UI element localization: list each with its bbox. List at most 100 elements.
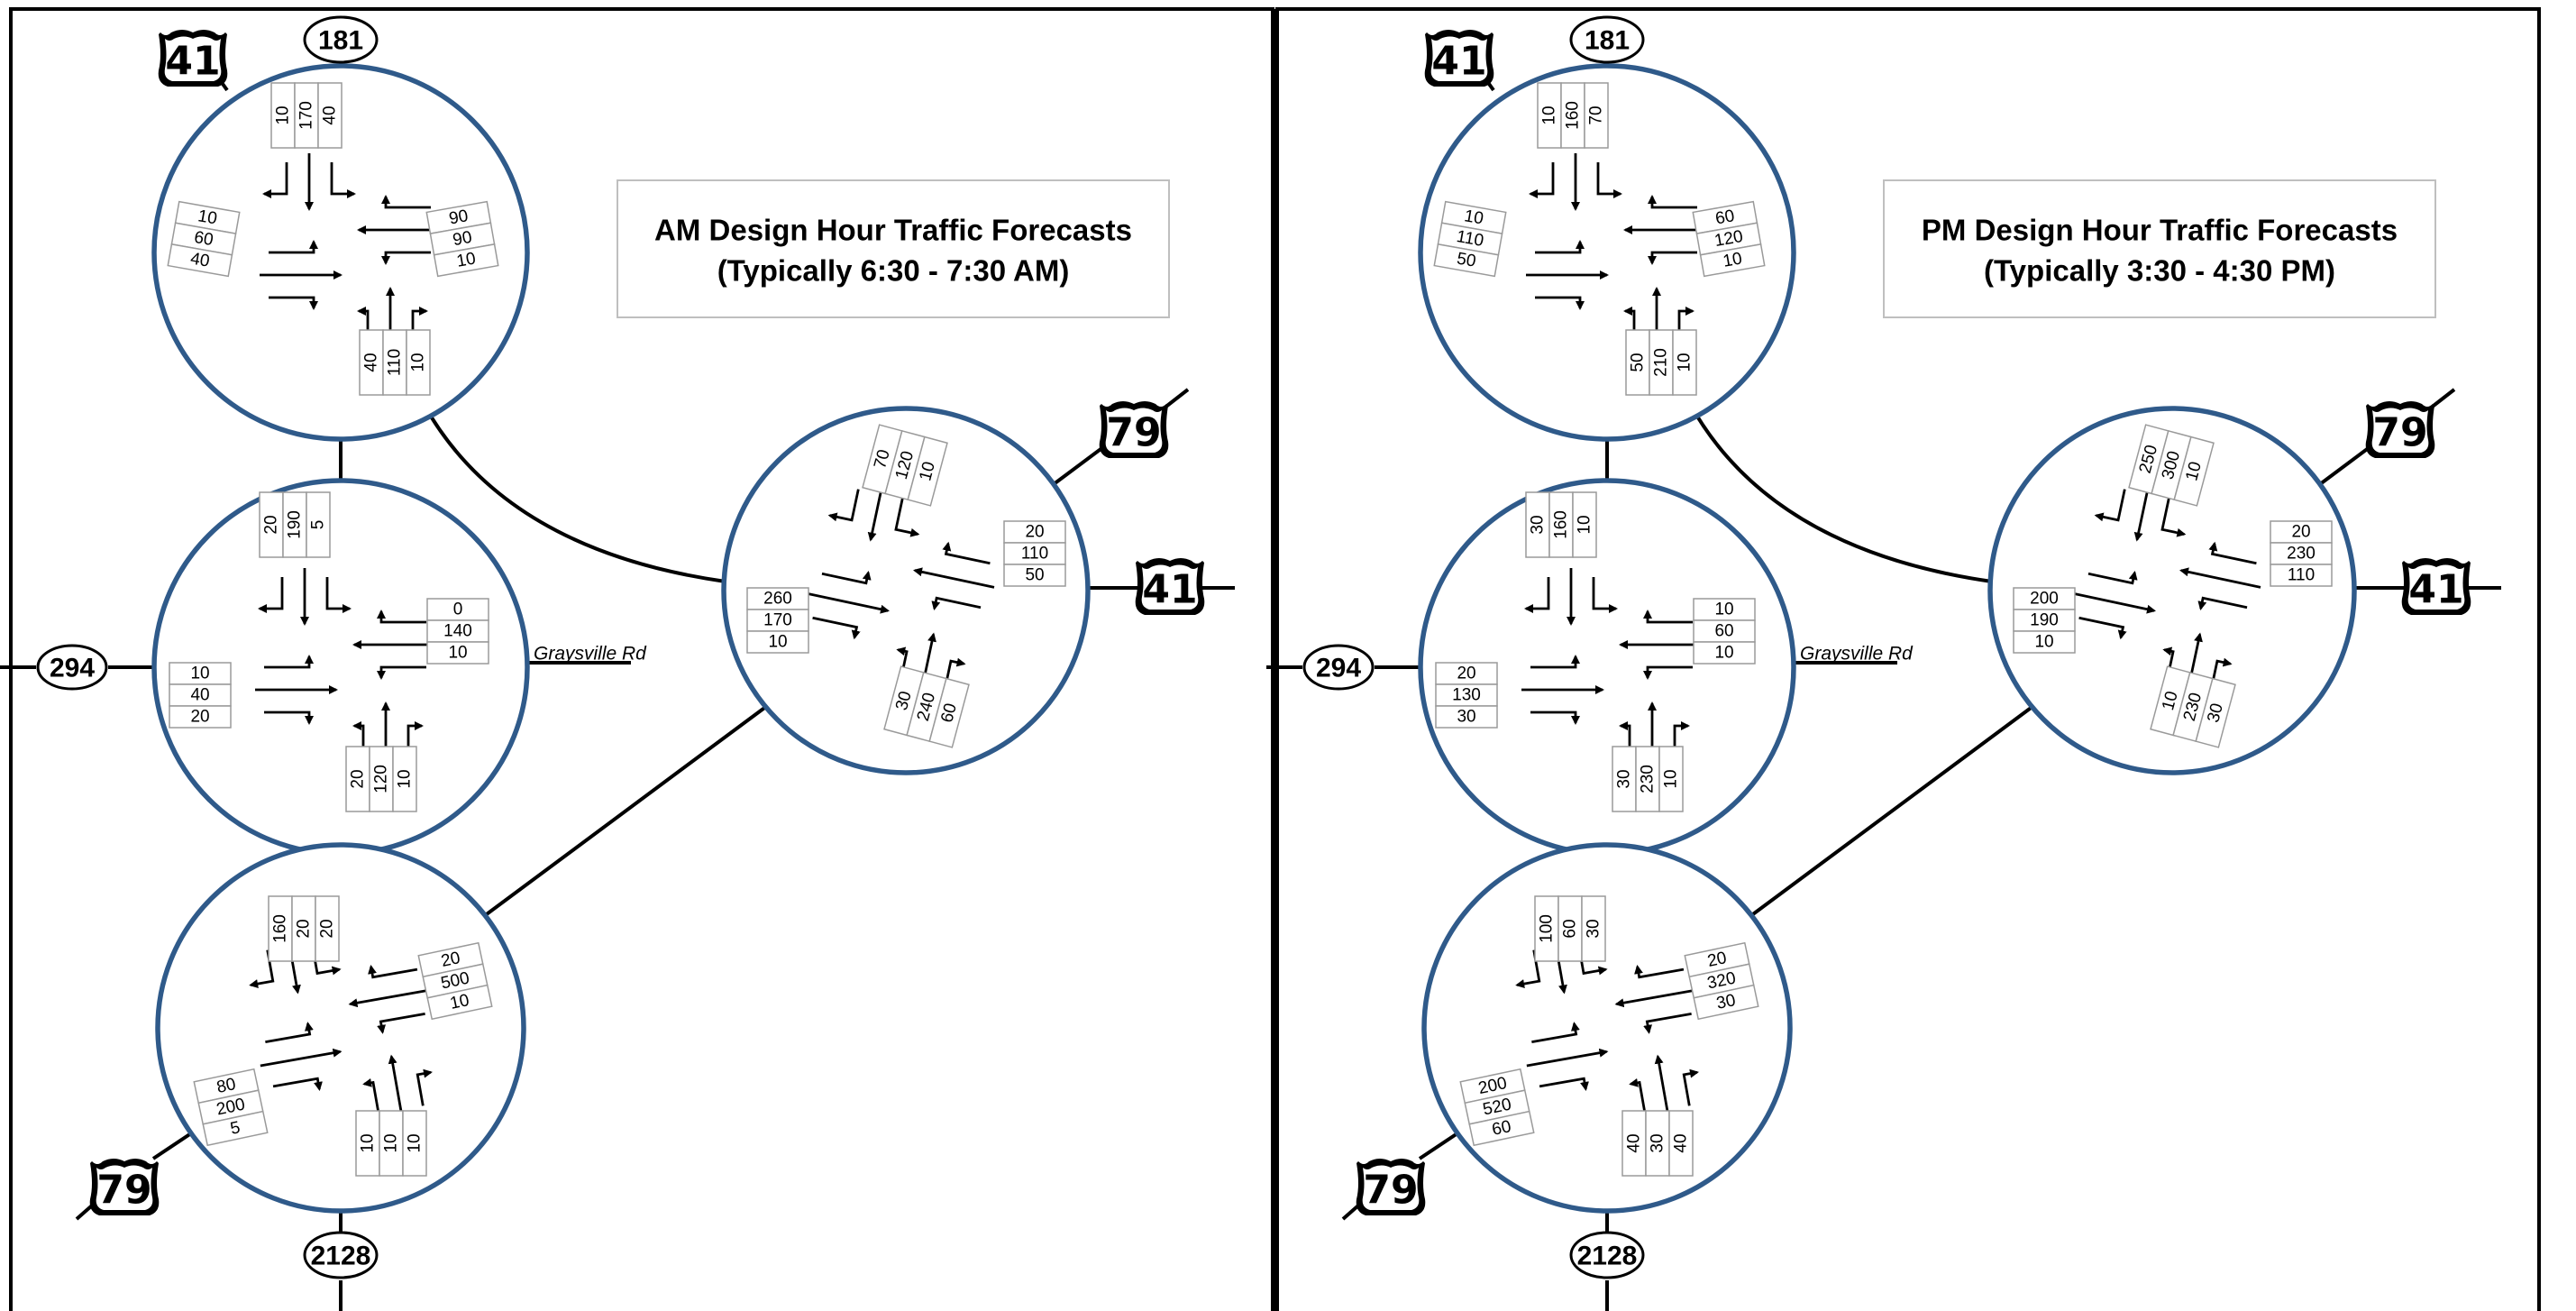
sr294-marker: 294 (36, 644, 108, 691)
volume-cell (392, 746, 417, 812)
eb-left-arrow (1531, 1022, 1580, 1044)
sb-right-arrow (1524, 577, 1550, 613)
volume-value: 10 (768, 633, 787, 652)
road-us41-link (422, 403, 726, 583)
volume-value: 10 (1676, 353, 1694, 371)
sb-right-arrow (2094, 489, 2126, 522)
wb-left-arrow (2197, 596, 2248, 611)
volume-cell (1435, 662, 1498, 685)
volume-value: 230 (1639, 765, 1658, 793)
volume-value: 10 (1662, 769, 1681, 788)
volume-value: 40 (362, 353, 381, 371)
oval-outline (303, 1231, 379, 1279)
volume-value: 160 (271, 914, 290, 943)
shield-face (164, 36, 222, 81)
volume-cell (1581, 895, 1606, 962)
volume-value: 110 (386, 349, 405, 376)
volume-value: 20 (349, 769, 368, 788)
volume-cell (2173, 435, 2215, 507)
oval-number: 294 (1316, 654, 1361, 683)
volume-cell (291, 895, 316, 962)
volume-cell (1435, 705, 1498, 729)
sr294-marker: 294 (1302, 644, 1375, 691)
movement-arrows (1521, 568, 1702, 766)
volume-value: 10 (1576, 515, 1594, 534)
sb-right-arrow (1529, 162, 1555, 198)
us79-shield-right: 79 (2365, 401, 2435, 458)
volume-cell (359, 329, 384, 396)
wb-through-arrow (348, 988, 431, 1008)
volume-value: 50 (1629, 353, 1648, 371)
volume-value: 60 (1561, 919, 1580, 938)
volume-cell (1003, 542, 1066, 565)
intersection-bottom-ring (1421, 842, 1793, 1214)
title-line-1: AM Design Hour Traffic Forecasts (654, 214, 1132, 247)
shield-face (1105, 408, 1163, 453)
wb-through-arrow (913, 567, 995, 589)
volume-cell (2195, 677, 2236, 748)
eb-through-arrow (2074, 592, 2156, 614)
volume-value: 10 (1714, 600, 1733, 619)
eb-left-arrow (265, 1022, 314, 1044)
volume-value: 170 (763, 611, 792, 630)
us79-shield-bottom: 79 (89, 1159, 160, 1215)
volume-value: 10 (274, 105, 293, 124)
volume-cell (369, 746, 394, 812)
volume-value: 230 (2287, 545, 2316, 564)
volume-value: 10 (448, 644, 467, 663)
shield-number: 41 (165, 39, 220, 85)
eb-left-arrow (2087, 570, 2138, 585)
volume-value: 70 (1587, 105, 1606, 124)
nb-left-arrow (362, 1077, 380, 1114)
volume-value: 10 (1714, 644, 1733, 663)
shield-face (2371, 408, 2429, 453)
volume-value: 40 (1625, 1133, 1644, 1152)
eb-right-arrow (269, 296, 318, 310)
wb-left-arrow (1643, 665, 1693, 680)
sr181-marker: 181 (303, 15, 379, 64)
oval-number: 2128 (311, 1242, 371, 1271)
sr2128-marker: 2128 (303, 1231, 379, 1279)
road-us79-link (471, 701, 772, 926)
volume-cell (315, 895, 340, 962)
volume-cell (1693, 619, 1756, 643)
volume-value: 0 (453, 600, 463, 619)
eb-right-arrow (272, 1077, 323, 1091)
volume-cell (1693, 984, 1759, 1021)
volume-value: 160 (1552, 510, 1571, 539)
wb-left-arrow (377, 665, 426, 680)
wb-right-arrow (377, 610, 426, 624)
nb-left-arrow (1629, 1077, 1647, 1114)
nb-through-arrow (388, 1054, 404, 1119)
eb-right-arrow (264, 711, 314, 725)
volume-value: 190 (2030, 611, 2059, 630)
oval-outline (36, 644, 108, 691)
volume-cell (1658, 746, 1684, 812)
oval-outline (1569, 15, 1645, 64)
volume-cell (379, 1110, 404, 1177)
sb-left-arrow (894, 498, 920, 537)
eb-through-arrow (1526, 1048, 1609, 1068)
road-us41-link (1688, 403, 1993, 583)
oval-number: 181 (318, 26, 363, 56)
us79-shield-bottom: 79 (1356, 1159, 1426, 1215)
volume-value: 20 (439, 949, 461, 971)
eb-right-arrow (1535, 296, 1585, 310)
volume-value: 60 (193, 228, 215, 250)
us41-shield-top: 41 (1424, 30, 1494, 87)
volume-value: 60 (1714, 206, 1736, 228)
volume-value: 80 (215, 1075, 237, 1097)
volume-value: 190 (286, 510, 305, 539)
wb-left-arrow (1643, 1012, 1692, 1034)
intersection-top-ring (1418, 63, 1796, 442)
eb-left-arrow (269, 240, 318, 254)
volume-cell (259, 491, 284, 558)
volume-cell (268, 895, 293, 962)
